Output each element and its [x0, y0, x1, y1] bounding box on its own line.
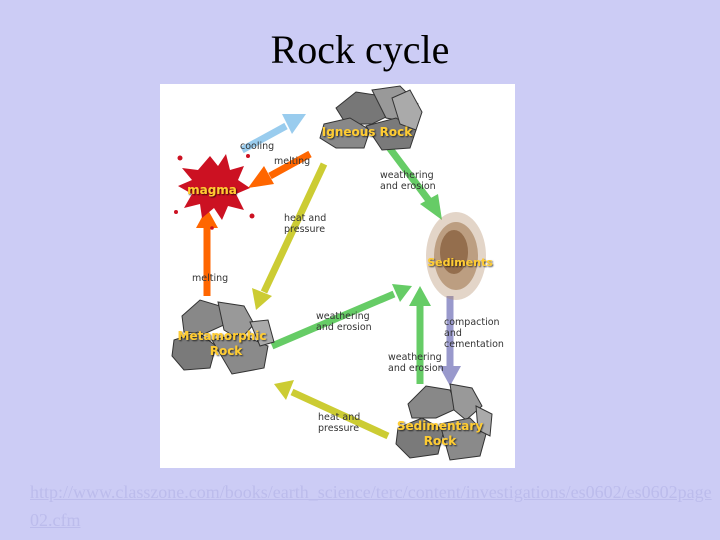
igneous-rock-icon: [319, 85, 423, 151]
label-cooling: cooling: [240, 141, 275, 152]
metamorphic-label-line1: Metamorphic: [178, 329, 267, 343]
arrow-cooling: [240, 114, 306, 154]
arrow-compaction: [439, 296, 461, 386]
source-link[interactable]: http://www.classzone.com/books/earth_sci…: [30, 482, 712, 530]
label-melting-top: melting: [274, 156, 311, 167]
arrow-heat-pressure-sedimentary: [274, 380, 390, 440]
arrow-melting-left: [196, 208, 218, 296]
arrow-weathering-metamorphic: [270, 284, 412, 350]
magma-icon: [174, 154, 255, 230]
rock-cycle-diagram: Igneous Rock magma Sediments Metamorphic: [160, 84, 515, 468]
slide-title: Rock cycle: [270, 27, 450, 72]
label-compaction: compaction and cementation: [444, 317, 504, 350]
label-weathering-3: weathering and erosion: [388, 352, 444, 374]
label-heat-pressure-1: heat and pressure: [284, 213, 327, 235]
sedimentary-label-line1: Sedimentary: [397, 419, 483, 433]
sediments-label: Sediments: [427, 256, 493, 269]
sediments-icon: [426, 212, 486, 300]
label-weathering-1: weathering and erosion: [380, 170, 436, 192]
label-heat-pressure-2: heat and pressure: [318, 412, 361, 434]
metamorphic-label-line2: Rock: [210, 344, 244, 358]
metamorphic-rock-icon: [171, 299, 275, 375]
igneous-rock-label: Igneous Rock: [322, 125, 413, 139]
arrow-weathering-sedimentary: [409, 286, 431, 384]
magma-label: magma: [187, 183, 237, 197]
sedimentary-label-line2: Rock: [424, 434, 458, 448]
diagram-canvas: Igneous Rock magma Sediments Metamorphic: [171, 85, 493, 461]
sedimentary-rock-icon: [395, 383, 493, 461]
arrow-melting-top: [248, 150, 312, 188]
arrow-weathering-igneous: [385, 143, 442, 220]
label-weathering-2: weathering and erosion: [316, 311, 372, 333]
label-melting-left: melting: [192, 273, 229, 284]
arrow-heat-pressure-igneous: [252, 162, 328, 310]
